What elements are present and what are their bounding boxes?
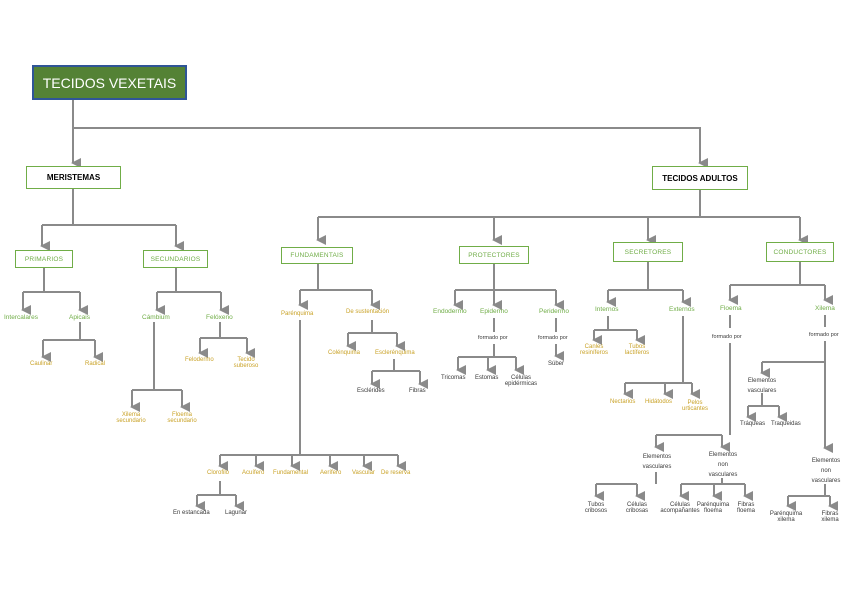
tubos-cribosos-label: Tubos cribosos <box>584 502 608 514</box>
traqueas-label: Tráqueas <box>740 421 766 427</box>
floema-elementos-vasculares-label: Elementos vasculares <box>642 454 672 470</box>
sustentacion-label: De sustentación <box>346 309 390 315</box>
esclereidas-label: Esclérides <box>357 388 385 394</box>
en-estancada-label: En estancada <box>173 510 210 516</box>
cambium-label: Cámbium <box>142 314 170 321</box>
meristemas-box: MERISTEMAS <box>26 166 121 189</box>
tubos-lactiferos-label: Tubos lactíferos <box>624 344 650 356</box>
protectores-box: PROTECTORES <box>459 246 529 264</box>
floema-secundario-label: Floema secundario <box>167 412 197 424</box>
root-title: TECIDOS VEXETAIS <box>32 65 187 100</box>
hidatodos-label: Hidátodos <box>645 399 673 405</box>
radical-label: Radical <box>85 361 106 367</box>
parenquima-xilema-label: Parénquima xilema <box>769 511 803 523</box>
tecido-suberoso-label: Tecido suberoso <box>233 357 259 369</box>
clorofilo-label: Clorofilo <box>207 470 230 476</box>
acuifero-label: Acuífero <box>242 470 265 476</box>
nectarios-label: Nectarios <box>610 399 636 405</box>
parenquima-floema-label: Parénquima floema <box>696 502 730 514</box>
floema-elementos-non-vasculares-label: Elementos non vasculares <box>708 452 738 478</box>
xilema-elementos-non-vasculares-label: Elementos non vasculares <box>811 458 841 484</box>
celulas-epidermicas-label: Células epidérmicas <box>504 375 538 387</box>
intercalares-label: Intercalares <box>4 314 38 321</box>
celulas-acompanantes-label: Células acompañantes <box>660 502 700 514</box>
tricomas-label: Tricomas <box>441 375 466 381</box>
esclerenquima-label: Esclerénquima <box>375 350 415 356</box>
fibras-label: Fibras <box>409 388 426 394</box>
floema-label: Floema <box>720 305 742 312</box>
feloxeno-label: Felóxeno <box>206 314 233 321</box>
de-reserva-label: De reserva <box>381 470 411 476</box>
colenquima-label: Colénquima <box>328 350 361 356</box>
floema-formado-por: formado por <box>712 334 742 340</box>
xilema-elementos-vasculares-label: Elementos vasculares <box>747 378 777 394</box>
conductores-box: CONDUCTORES <box>766 242 834 262</box>
secretores-box: SECRETORES <box>613 242 683 262</box>
fundamentais-box: FUNDAMENTAIS <box>281 247 353 264</box>
apicais-label: Apicais <box>69 314 90 321</box>
xilema-formado-por: formado por <box>809 332 839 338</box>
traqueidas-label: Traqueidas <box>771 421 801 427</box>
endodermo-label: Endodermo <box>433 308 467 315</box>
epidermo-label: Epidermo <box>480 308 508 315</box>
fibras-floema-label: Fibras floema <box>736 502 755 514</box>
parenquima-label: Parénquima <box>281 311 314 317</box>
xilema-secundario-label: Xilema secundario <box>116 412 146 424</box>
celulas-cribosas-label: Células cribosas <box>625 502 649 514</box>
peridermo-formado-por: formado por <box>538 335 568 341</box>
estomas-label: Estomas <box>475 375 499 381</box>
primarios-box: PRIMARIOS <box>15 250 73 268</box>
caulinar-label: Caulinar <box>30 361 53 367</box>
epidermo-formado-por: formado por <box>478 335 508 341</box>
vascular-label: Vascular <box>352 470 375 476</box>
internos-label: Internos <box>595 306 619 313</box>
fundamental-label: Fundamental <box>273 470 309 476</box>
pelos-urticantes-label: Pelos urticantes <box>681 400 708 412</box>
secundarios-box: SECUNDARIOS <box>143 250 208 268</box>
peridermo-label: Peridermo <box>539 308 569 315</box>
suber-label: Súber <box>548 361 565 367</box>
aerifero-label: Aerífero <box>320 470 342 476</box>
felodermo-label: Felodermo <box>185 357 214 363</box>
tecidos-adultos-box: TECIDOS ADULTOS <box>652 166 748 190</box>
externos-label: Externos <box>669 306 695 313</box>
fibras-xilema-label: Fibras xilema <box>821 511 839 523</box>
xilema-label: Xilema <box>815 305 835 312</box>
lagunar-label: Lagunar <box>225 510 248 516</box>
canles-resiniferos-label: Canles resiníferos <box>579 344 608 356</box>
